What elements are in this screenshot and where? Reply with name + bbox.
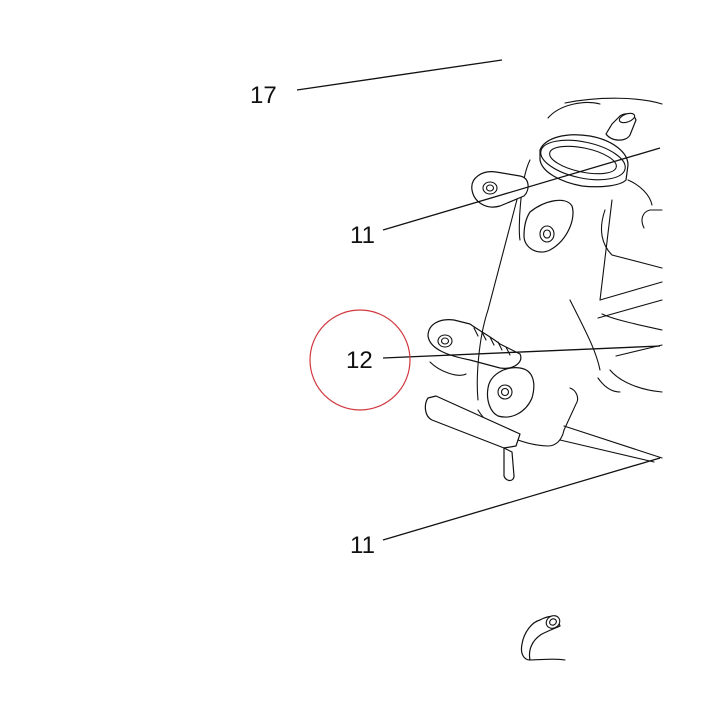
assembly-drawing [424, 97, 663, 661]
callout-11-lower[interactable]: 11 [350, 532, 375, 559]
callout-11-upper[interactable]: 11 [350, 222, 375, 249]
leader-11-upper [382, 147, 661, 231]
callout-17[interactable]: 17 [250, 82, 277, 109]
leader-11-lower [382, 457, 661, 541]
highlight-circle [309, 309, 411, 411]
leader-17 [296, 59, 503, 91]
leader-lines [296, 59, 661, 541]
leader-12 [382, 345, 661, 359]
callout-12[interactable]: 12 [346, 347, 373, 374]
callout-labels: 17 11 12 11 [250, 82, 375, 559]
